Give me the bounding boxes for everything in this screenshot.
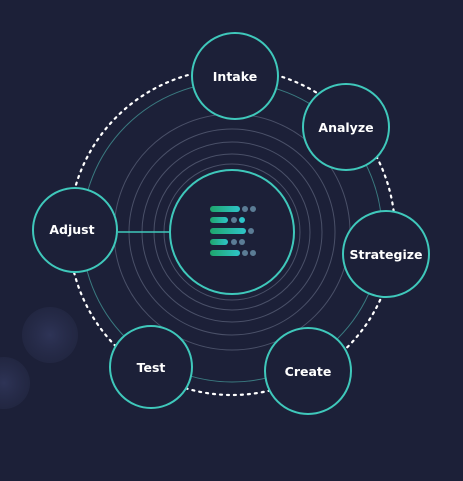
background-bubble bbox=[22, 307, 78, 363]
step-label-strategize: Strategize bbox=[349, 247, 422, 262]
step-label-adjust: Adjust bbox=[49, 222, 94, 237]
step-node-adjust[interactable]: Adjust bbox=[32, 187, 118, 273]
step-node-strategize[interactable]: Strategize bbox=[342, 210, 430, 298]
list-lines-logo-icon bbox=[210, 206, 256, 256]
step-label-test: Test bbox=[137, 360, 166, 375]
step-node-create[interactable]: Create bbox=[264, 327, 352, 415]
step-label-create: Create bbox=[285, 364, 332, 379]
step-node-analyze[interactable]: Analyze bbox=[302, 83, 390, 171]
background-bubble bbox=[0, 357, 30, 409]
step-label-analyze: Analyze bbox=[318, 120, 373, 135]
step-label-intake: Intake bbox=[213, 69, 257, 84]
step-node-intake[interactable]: Intake bbox=[191, 32, 279, 120]
step-node-test[interactable]: Test bbox=[109, 325, 193, 409]
